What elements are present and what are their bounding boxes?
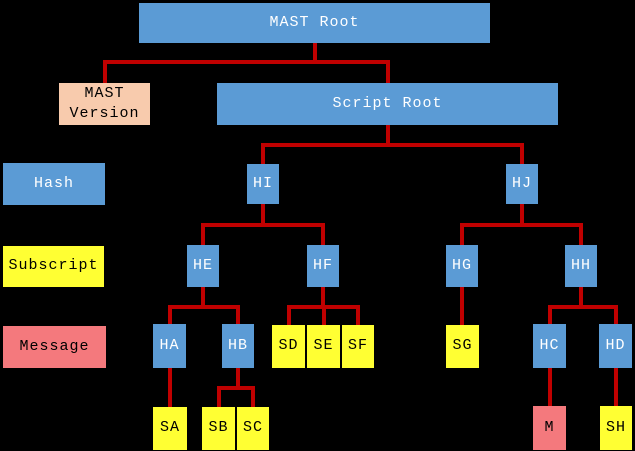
node-hh: HH	[565, 245, 597, 287]
edge-he-stem	[201, 287, 205, 309]
edge-hf-se	[321, 309, 326, 325]
edge-hb-bus	[216, 386, 255, 390]
edge-hd-sh	[613, 368, 618, 406]
node-hg: HG	[446, 245, 478, 287]
node-sb: SB	[202, 407, 235, 450]
edge-script-root-hj	[520, 147, 524, 164]
edge-hh-stem	[579, 287, 583, 309]
node-sf: SF	[342, 325, 374, 368]
node-hb: HB	[222, 324, 254, 368]
edge-hh-hd	[613, 309, 618, 324]
node-se: SE	[307, 325, 340, 368]
edge-hi-hf	[321, 227, 325, 245]
edge-mast-root-bus	[102, 60, 390, 64]
edge-hg-sg	[460, 287, 464, 325]
node-sa: SA	[153, 407, 187, 450]
node-sh: SH	[600, 406, 632, 450]
edge-mast-root-mast-version	[102, 64, 107, 83]
edge-script-root-hi	[261, 147, 265, 164]
edge-ha-sa	[167, 368, 172, 407]
node-he: HE	[187, 245, 219, 287]
edge-hj-hh	[579, 227, 583, 245]
edge-hi-he	[201, 227, 205, 245]
edge-mast-root-stem	[312, 43, 317, 64]
edge-script-root-bus	[261, 143, 524, 147]
node-m: M	[533, 406, 566, 450]
edge-hb-sb	[216, 390, 221, 407]
edge-hi-bus	[201, 223, 325, 227]
node-hc: HC	[533, 324, 566, 368]
node-script-root: Script Root	[217, 83, 558, 125]
edge-hf-sd	[286, 309, 291, 325]
edge-hf-sf	[356, 309, 360, 325]
node-hd: HD	[599, 324, 632, 368]
edge-hj-stem	[520, 204, 524, 227]
edge-hh-hc	[547, 309, 552, 324]
edge-hi-stem	[261, 204, 265, 227]
edge-he-bus	[167, 305, 240, 309]
edge-hf-bus	[286, 305, 360, 309]
edge-he-ha	[167, 309, 172, 324]
node-sg: SG	[446, 325, 479, 368]
node-sd: SD	[272, 325, 305, 368]
edge-hh-bus	[547, 305, 618, 309]
node-hi: HI	[247, 164, 279, 204]
edge-hf-stem	[321, 287, 325, 309]
edge-script-root-stem	[385, 125, 390, 147]
edge-hj-bus	[460, 223, 583, 227]
legend-message-label: Message	[3, 326, 106, 368]
edge-mast-root-script-root	[385, 64, 390, 83]
node-sc: SC	[237, 407, 269, 450]
node-mast-version: MAST Version	[59, 83, 150, 125]
legend-hash-label: Hash	[3, 163, 105, 205]
edge-hb-sc	[251, 390, 255, 407]
node-mast-root: MAST Root	[139, 3, 490, 43]
edge-he-hb	[236, 309, 240, 324]
node-ha: HA	[153, 324, 186, 368]
legend-subscript-label: Subscript	[3, 246, 104, 287]
edge-hc-m	[547, 368, 552, 406]
edge-hj-hg	[460, 227, 464, 245]
node-hf: HF	[307, 245, 339, 287]
edge-hb-stem	[236, 368, 240, 390]
node-hj: HJ	[506, 164, 538, 204]
